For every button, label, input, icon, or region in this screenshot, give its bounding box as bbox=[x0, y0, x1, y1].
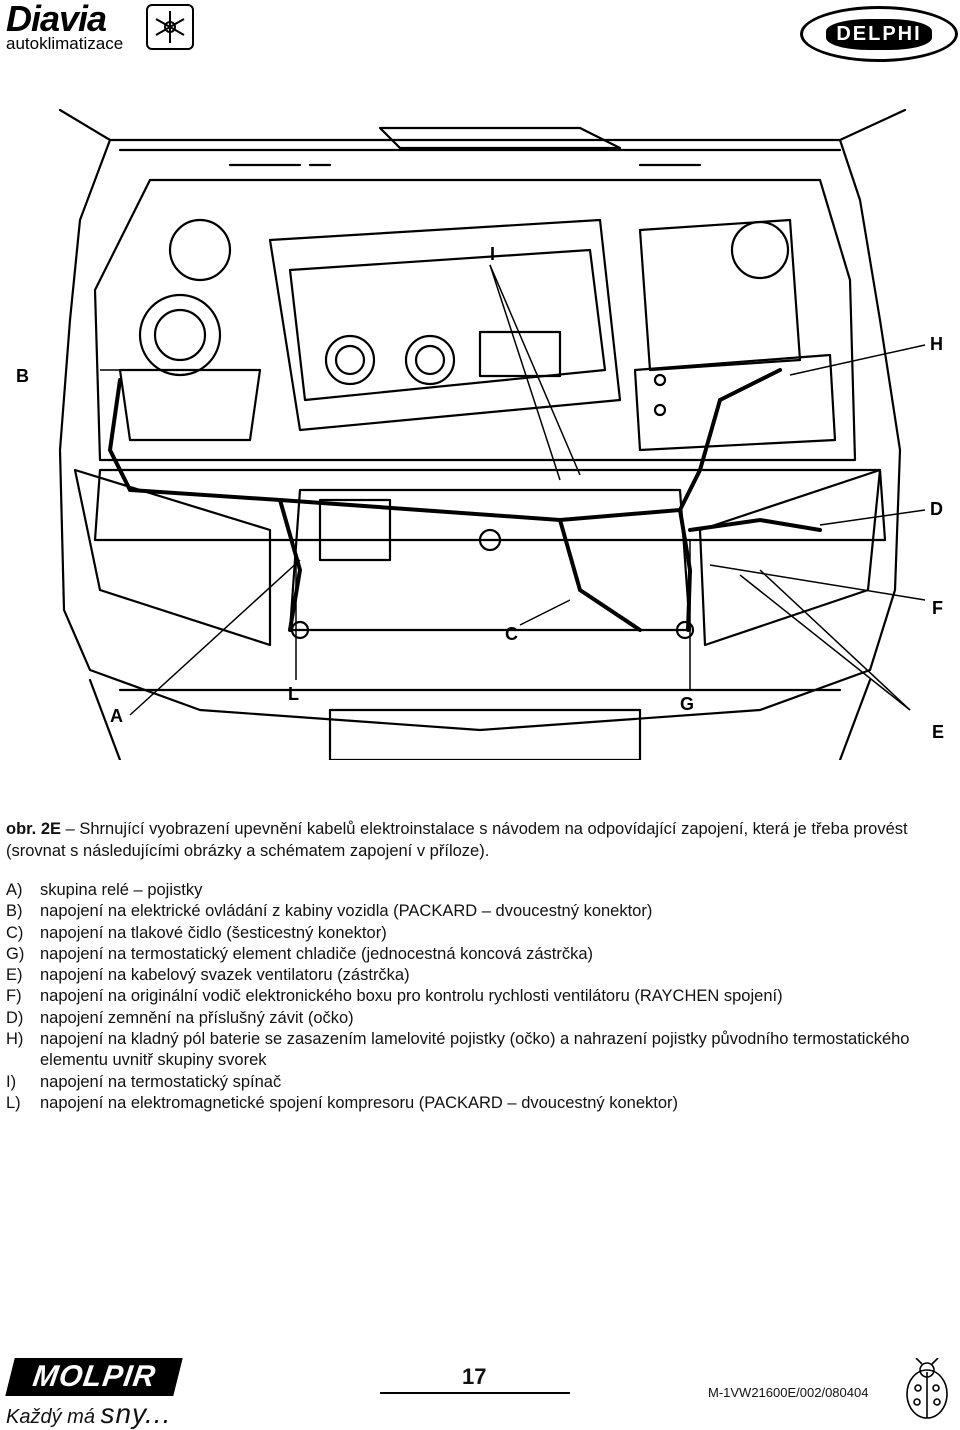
legend-key: I) bbox=[6, 1072, 17, 1091]
legend-text: napojení na termostatický spínač bbox=[40, 1072, 282, 1091]
legend-text: napojení na tlakové čidlo (šesticestný k… bbox=[40, 923, 387, 942]
legend-key: F) bbox=[6, 987, 22, 1006]
legend-item: F) napojení na originální vodič elektroni… bbox=[6, 986, 956, 1007]
molpir-logo-text: MOLPIR bbox=[30, 1360, 158, 1393]
callout-e: E bbox=[932, 722, 944, 742]
legend-item: B) napojení na elektrické ovládání z kabi… bbox=[6, 901, 956, 922]
legend-key: H) bbox=[6, 1030, 24, 1049]
legend-item: E) napojení na kabelový svazek ventilator… bbox=[6, 965, 956, 986]
slogan-word-3: sny... bbox=[100, 1398, 172, 1429]
callout-i: I bbox=[490, 244, 495, 264]
legend-text: napojení na originální vodič elektronick… bbox=[40, 987, 783, 1006]
engine-bay-figure: I B H D F C L G A E bbox=[0, 70, 960, 762]
legend-text: skupina relé – pojistky bbox=[40, 881, 203, 899]
caption-lead: obr. 2E bbox=[6, 820, 62, 838]
page-number-rule bbox=[380, 1392, 570, 1394]
legend-key: L) bbox=[6, 1093, 21, 1112]
brand-subtitle: autoklimatizace bbox=[6, 34, 124, 53]
figure-caption: obr. 2E – Shrnující vyobrazení upevnění … bbox=[6, 818, 951, 862]
legend-item: L) napojení na elektromagnetické spojení … bbox=[6, 1093, 956, 1114]
legend-key: B) bbox=[6, 902, 23, 921]
callout-a: A bbox=[110, 706, 123, 726]
legend-item: D) napojení zemnění na příslušný závit (o… bbox=[6, 1008, 956, 1029]
legend-text: napojení zemnění na příslušný závit (očk… bbox=[40, 1008, 354, 1027]
snowflake-icon bbox=[146, 4, 194, 50]
legend-item: H) napojení na kladný pól baterie se zasa… bbox=[6, 1029, 956, 1072]
legend-item: I) napojení na termostatický spínač bbox=[6, 1072, 956, 1093]
legend-key: E) bbox=[6, 966, 23, 985]
legend-key: A) bbox=[6, 881, 23, 899]
callout-d: D bbox=[930, 499, 943, 519]
legend-key: C) bbox=[6, 923, 24, 942]
callout-h: H bbox=[930, 334, 943, 354]
legend-item: G) napojení na termostatický element chla… bbox=[6, 944, 956, 965]
legend-key: D) bbox=[6, 1008, 24, 1027]
slogan-word-2: má bbox=[67, 1406, 95, 1428]
engine-bay-drawing: I B H D F C L G A E bbox=[16, 108, 944, 762]
legend-text: napojení na kladný pól baterie se zasaze… bbox=[40, 1030, 910, 1070]
legend-text: napojení na kabelový svazek ventilatoru … bbox=[40, 966, 410, 985]
legend-list: A) skupina relé – pojistky B) napojení na … bbox=[6, 880, 956, 1114]
legend-key: G) bbox=[6, 944, 25, 963]
legend-text: napojení na termostatický element chladi… bbox=[40, 944, 594, 963]
slogan: Každý má sny... bbox=[6, 1398, 171, 1430]
molpir-logo: MOLPIR bbox=[5, 1358, 183, 1396]
legend-text: napojení na elektrické ovládání z kabiny… bbox=[40, 902, 653, 921]
callout-f: F bbox=[932, 598, 943, 618]
callout-c: C bbox=[505, 624, 518, 644]
legend-text: napojení na elektromagnetické spojení ko… bbox=[40, 1093, 679, 1112]
callout-l: L bbox=[288, 684, 299, 704]
legend-item: C) napojení na tlakové čidlo (šesticestný… bbox=[6, 923, 956, 944]
delphi-logo: DELPHI bbox=[800, 6, 958, 62]
ladybug-icon bbox=[900, 1357, 954, 1420]
callout-b: B bbox=[16, 366, 29, 386]
slogan-word-1: Každý bbox=[6, 1406, 62, 1428]
legend-item: A) skupina relé – pojistky bbox=[6, 880, 956, 901]
caption-text: – Shrnující vyobrazení upevnění kabelů e… bbox=[6, 820, 908, 860]
brand-logo: Diavia bbox=[6, 0, 107, 39]
document-reference: M-1VW21600E/002/080404 bbox=[708, 1385, 869, 1400]
page-number: 17 bbox=[462, 1364, 487, 1389]
delphi-logo-text: DELPHI bbox=[826, 18, 932, 50]
callout-g: G bbox=[680, 694, 694, 714]
